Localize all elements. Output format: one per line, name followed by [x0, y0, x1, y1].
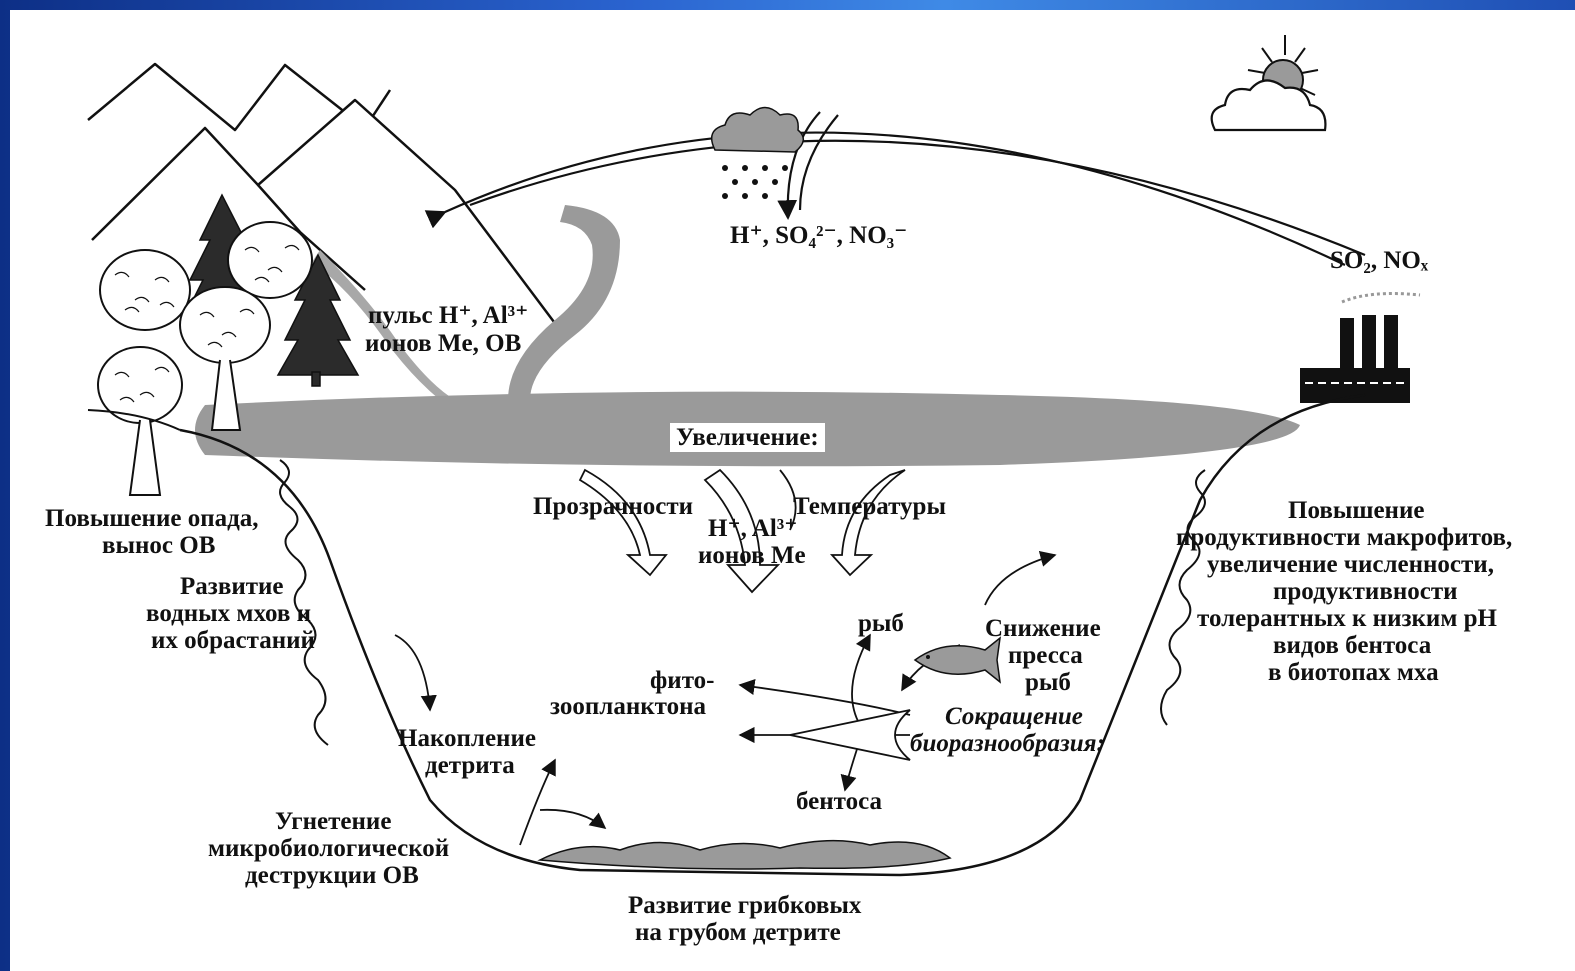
- macrophyte-label-line6: видов бентоса: [1273, 632, 1431, 659]
- coarse-detritus: [540, 841, 950, 869]
- ions-label-line2: ионов Me: [698, 542, 806, 569]
- macrophyte-label-line7: в биотопах мха: [1268, 659, 1439, 686]
- microbio-label-line1: Угнетение: [275, 808, 391, 835]
- diagram-drawing: [10, 10, 1575, 971]
- detritus-label-line2: детрита: [425, 752, 515, 779]
- pulse-label-line2: ионов Me, OB: [365, 330, 521, 357]
- moss-label-line1: Развитие: [180, 573, 284, 600]
- litter-label-line2: вынос OB: [102, 532, 215, 559]
- temperature-label: Температуры: [793, 493, 946, 520]
- moss-label-line2: водных мхов и: [146, 600, 311, 627]
- microbio-label-line2: микробиологической: [208, 835, 449, 862]
- fish-press-label-line1: Снижение: [985, 615, 1101, 642]
- macrophyte-label-line3: увеличение численности,: [1207, 551, 1494, 578]
- transparency-label: Прозрачности: [533, 493, 693, 520]
- ions-label-line1: H⁺, Al³⁺: [708, 515, 797, 542]
- factory-icon: [1300, 294, 1420, 403]
- macrophyte-label-line1: Повышение: [1288, 497, 1424, 524]
- fish-generic-label: рыб: [858, 610, 904, 637]
- diagram-canvas: H⁺, SO₄²⁻, NO₃⁻ SO₂, NOₓ пульс H⁺, Al³⁺ …: [10, 10, 1575, 971]
- rain-chemistry-label: H⁺, SO₄²⁻, NO₃⁻: [730, 222, 907, 249]
- phyto-label-line1: фито-: [650, 667, 714, 694]
- moss-label-line3: их обрастаний: [151, 627, 315, 654]
- macrophyte-label-line4: продуктивности: [1273, 578, 1458, 605]
- litter-label-line1: Повышение опада,: [45, 505, 259, 532]
- macrophyte-label-line5: толерантных к низким pH: [1197, 605, 1497, 632]
- pulse-label-line1: пульс H⁺, Al³⁺: [368, 302, 528, 329]
- increase-label: Увеличение:: [670, 423, 825, 452]
- emission-chemistry-label: SO₂, NOₓ: [1330, 247, 1428, 274]
- fungi-label-line1: Развитие грибковых: [628, 892, 861, 919]
- fungi-label-line2: на грубом детрите: [635, 919, 841, 946]
- cloud-icon: [1212, 80, 1326, 130]
- fish-press-label-line2: пресса: [1008, 642, 1083, 669]
- fish-icon: [915, 638, 1000, 682]
- fish-press-label-line3: рыб: [1025, 669, 1071, 696]
- microbio-label-line3: деструкции OB: [245, 862, 419, 889]
- detritus-label-line1: Накопление: [398, 725, 536, 752]
- phyto-label-line2: зоопланктона: [550, 693, 706, 720]
- flow-arrows: [395, 555, 1055, 845]
- lake-basin: [180, 395, 1365, 875]
- macrophyte-label-line2: продуктивности макрофитов,: [1176, 524, 1512, 551]
- biodiversity-arrowhead: [790, 710, 910, 760]
- biodiversity-label-line1: Сокращение: [945, 703, 1083, 730]
- benthos-label: бентоса: [796, 788, 882, 815]
- biodiversity-label-line2: биоразнообразия:: [910, 730, 1105, 757]
